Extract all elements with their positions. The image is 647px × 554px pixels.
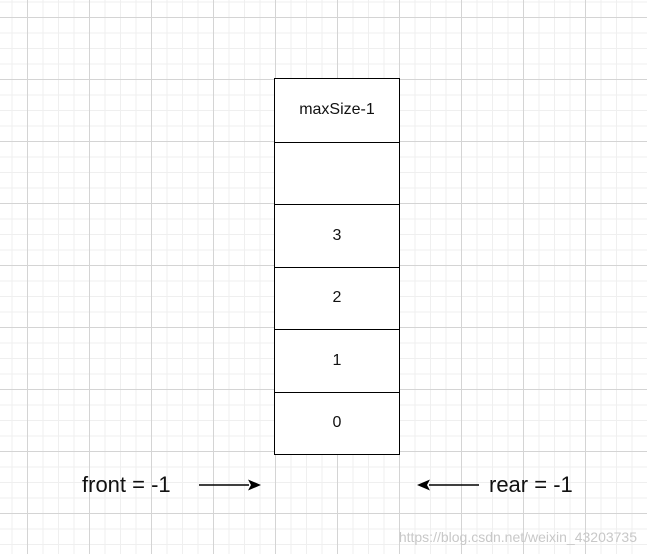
- queue-array: maxSize-1 3 2 1 0: [274, 78, 400, 455]
- array-cell-1: 1: [275, 329, 399, 392]
- array-cell-2: 2: [275, 266, 399, 329]
- arrow-right-icon: [199, 479, 261, 491]
- arrow-left-icon: [417, 479, 479, 491]
- array-cell-max: maxSize-1: [275, 79, 399, 142]
- array-cell-0: 0: [275, 391, 399, 454]
- array-cell-empty: [275, 141, 399, 204]
- array-cell-3: 3: [275, 204, 399, 267]
- watermark-text: https://blog.csdn.net/weixin_43203735: [398, 529, 637, 545]
- rear-pointer-label: rear = -1: [489, 472, 573, 497]
- front-pointer-label: front = -1: [82, 472, 171, 497]
